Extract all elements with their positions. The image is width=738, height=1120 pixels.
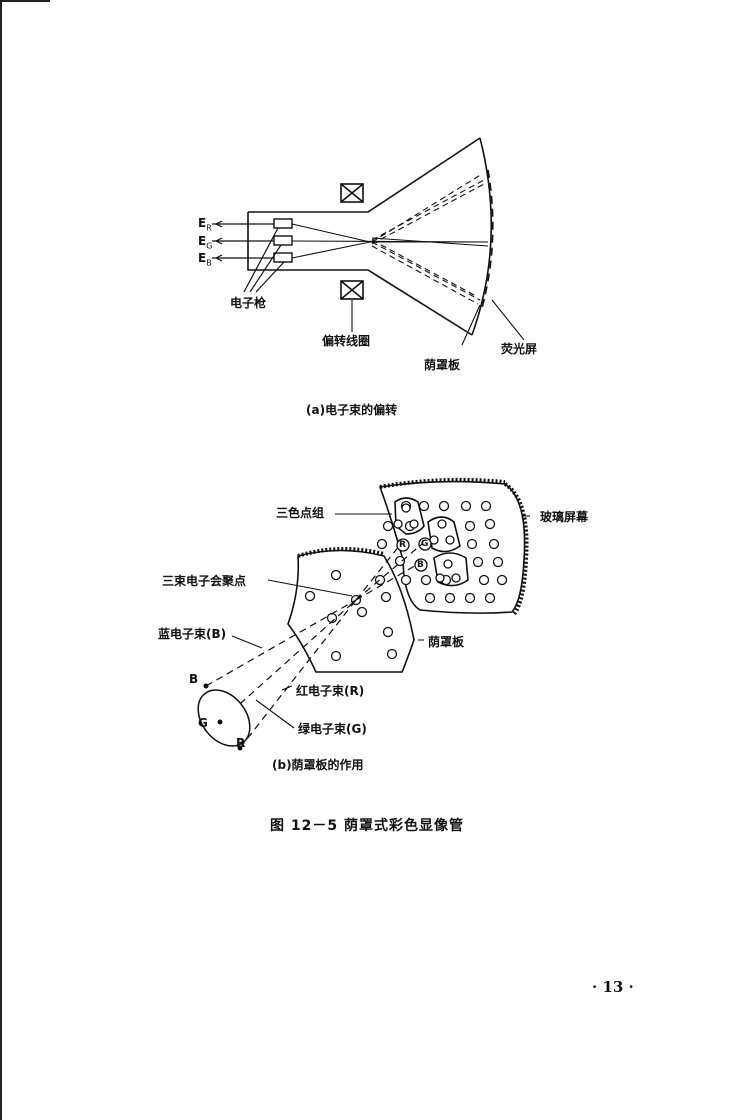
gun-label-er: ER (198, 216, 212, 233)
gun-b-label: B (189, 672, 199, 686)
convergence-point-label: 三束电子会聚点 (162, 574, 247, 588)
deflection-coil-bottom (340, 280, 364, 300)
dot-g-label: G (421, 539, 429, 549)
gun-r-label: R (236, 736, 246, 750)
gun-label-eg: EG (198, 234, 213, 251)
shadow-mask-label-a: 荫罩板 (424, 358, 461, 372)
phosphor-screen-label: 荧光屏 (501, 342, 538, 356)
page-number: · 13 · (592, 978, 634, 996)
caption-b: (b)荫罩板的作用 (272, 758, 364, 772)
deflection-coil-label: 偏转线圈 (322, 334, 371, 348)
page-border-top (0, 0, 50, 2)
caption-a: (a)电子束的偏转 (306, 403, 398, 417)
glass-screen-label: 玻璃屏幕 (540, 510, 589, 524)
green-beam-label: 绿电子束(G) (298, 722, 367, 736)
blue-beam-label: 蓝电子束(B) (158, 627, 227, 641)
shadow-mask-diagram (197, 477, 530, 751)
dot-r-label: R (399, 540, 406, 550)
gun-g-label: G (198, 716, 208, 730)
triad-group-label: 三色点组 (276, 506, 325, 520)
deflection-coil-top (340, 183, 364, 203)
red-beam-label: 红电子束(R) (296, 684, 365, 698)
dot-b-label: B (417, 560, 424, 570)
page-border-left (0, 0, 2, 1120)
gun-label-eb: EB (198, 251, 212, 268)
crt-deflection-diagram (212, 137, 525, 346)
electron-gun-label: 电子枪 (230, 296, 267, 310)
shadow-mask-label-b: 荫罩板 (428, 635, 465, 649)
figure-caption: 图 12－5 荫罩式彩色显像管 (270, 818, 464, 834)
